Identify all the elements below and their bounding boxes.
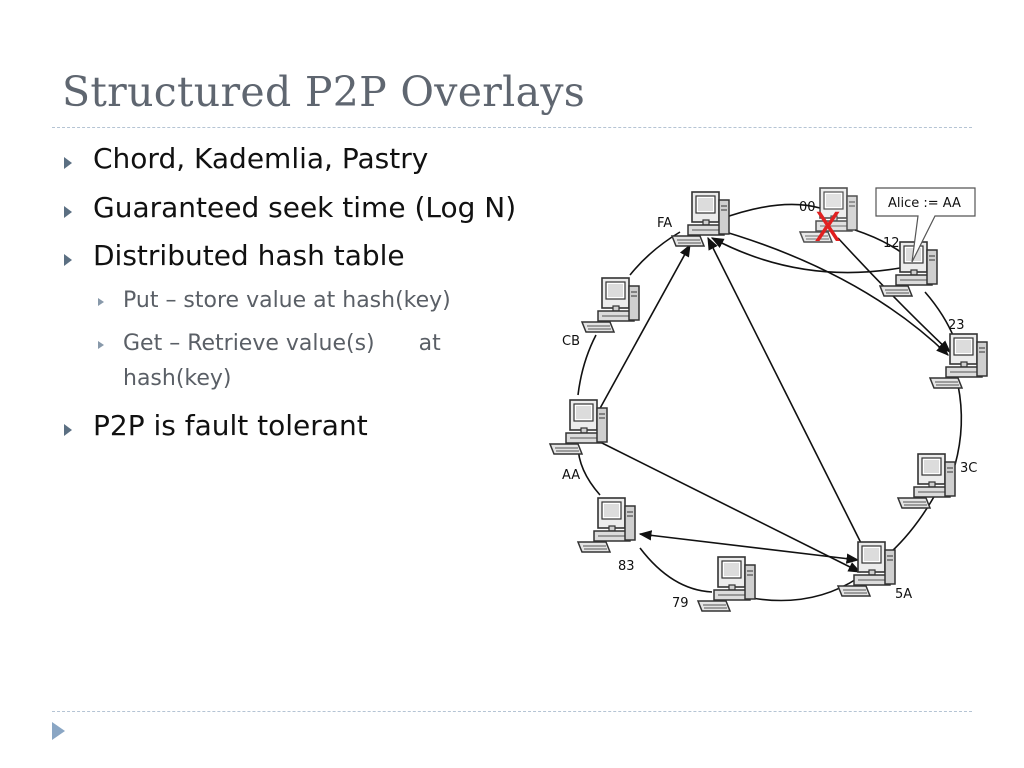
node-label-fa: FA <box>657 216 672 231</box>
callout-text: Alice := AA <box>888 196 961 211</box>
node-fa-computer-icon <box>671 191 730 247</box>
node-label-5a: 5A <box>895 587 912 602</box>
sub-bullet-item: Put – store value at hash(key) <box>123 288 451 313</box>
slide-title: Structured P2P Overlays <box>62 68 586 116</box>
node-label-aa: AA <box>562 468 580 483</box>
node-cb-computer-icon <box>581 277 640 333</box>
node-label-12: 12 <box>883 236 900 251</box>
ring-segment <box>639 547 713 593</box>
node-83-computer-icon <box>577 497 636 553</box>
edge-5a-83 <box>638 530 860 564</box>
sub-bullet-continuation: hash(key) <box>123 366 232 391</box>
title-divider <box>52 127 972 128</box>
sub-bullet-arrow-icon <box>98 341 104 349</box>
node-label-79: 79 <box>672 596 689 611</box>
sub-bullet-item: Get – Retrieve value(s) at <box>123 331 441 356</box>
edge-5a-fa <box>707 236 863 546</box>
edge-12-fa <box>710 237 901 274</box>
bullet-item: Guaranteed seek time (Log N) <box>93 191 517 224</box>
bullet-arrow-icon <box>64 254 72 266</box>
ring-segment <box>751 577 859 602</box>
bullet-item: P2P is fault tolerant <box>93 409 368 442</box>
node-aa-computer-icon <box>549 399 608 455</box>
node-79-computer-icon <box>697 556 756 612</box>
bullet-item: Distributed hash table <box>93 239 405 272</box>
node-5a-computer-icon <box>837 541 896 597</box>
failed-node-x-mark: X <box>814 205 841 251</box>
node-label-cb: CB <box>562 334 580 349</box>
callout-alice: Alice := AA <box>875 187 976 263</box>
sub-bullet-arrow-icon <box>98 298 104 306</box>
edge-aa-fa <box>597 243 691 413</box>
node-label-3c: 3C <box>960 461 977 476</box>
ring-segment <box>717 203 821 221</box>
play-icon[interactable] <box>52 722 65 740</box>
node-label-23: 23 <box>948 318 965 333</box>
ring-segments <box>577 203 963 602</box>
node-3c-computer-icon <box>897 453 956 509</box>
ring-segment <box>577 334 597 396</box>
edge-fa-23 <box>711 227 949 356</box>
node-label-00: 00 <box>799 200 816 215</box>
bullet-arrow-icon <box>64 157 72 169</box>
edge-00-23 <box>837 237 951 353</box>
node-label-83: 83 <box>618 559 635 574</box>
bullet-arrow-icon <box>64 424 72 436</box>
bullet-arrow-icon <box>64 206 72 218</box>
footer-divider <box>52 711 972 712</box>
bullet-item: Chord, Kademlia, Pastry <box>93 142 429 175</box>
ring-segment <box>954 384 963 466</box>
ring-segment <box>889 494 936 554</box>
finger-edges <box>595 227 951 573</box>
